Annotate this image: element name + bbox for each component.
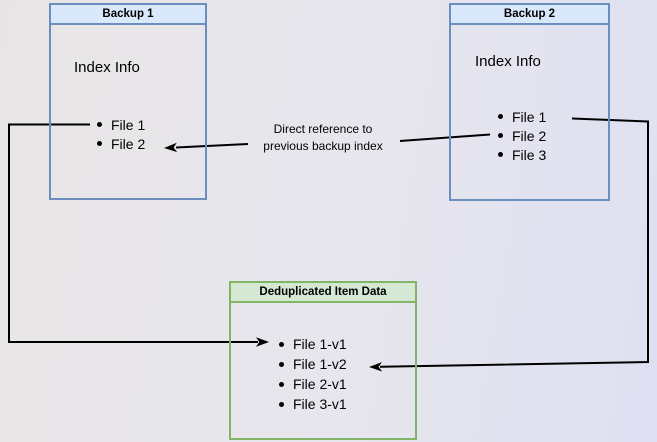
bullet-icon bbox=[279, 381, 284, 387]
backup2-title: Backup 2 bbox=[503, 8, 556, 20]
file-label: File 2-v1 bbox=[293, 376, 347, 392]
file-list-item: File 3-v1 bbox=[279, 394, 347, 414]
arrow-backup2-file2-to-backup1 bbox=[164, 133, 491, 153]
file-list-item: File 2-v1 bbox=[279, 374, 347, 394]
arrowhead-right-icon bbox=[256, 337, 269, 347]
bullet-icon bbox=[279, 401, 284, 407]
file-label: File 1 bbox=[512, 108, 547, 125]
bullet-icon bbox=[498, 152, 503, 157]
file-list-item: File 1-v1 bbox=[279, 334, 347, 354]
backup1-file-list: File 1 File 2 bbox=[97, 115, 145, 153]
file-label: File 1 bbox=[111, 116, 146, 133]
file-label: File 2 bbox=[512, 127, 547, 144]
backup2-box: Backup 2 bbox=[449, 3, 610, 201]
arrow-backup2-file1-to-dedup bbox=[369, 117, 649, 372]
file-list-item: File 2 bbox=[97, 134, 145, 153]
file-list-item: File 1 bbox=[97, 115, 145, 134]
bullet-icon bbox=[279, 361, 284, 367]
file-list-item: File 1-v2 bbox=[279, 354, 347, 374]
arrowhead-left-icon bbox=[369, 362, 383, 372]
backup1-title: Backup 1 bbox=[102, 8, 154, 20]
dedup-store-header: Deduplicated Item Data bbox=[231, 283, 415, 303]
file-list-item: File 3 bbox=[498, 145, 546, 164]
edge-label-line2: previous backup index bbox=[263, 139, 383, 153]
dedup-store-box: Deduplicated Item Data bbox=[229, 281, 417, 440]
file-list-item: File 2 bbox=[498, 126, 546, 145]
file-label: File 2 bbox=[111, 135, 146, 152]
file-label: File 1-v2 bbox=[293, 356, 347, 372]
backup1-index-info-label: Index Info bbox=[74, 59, 140, 76]
edge-label: Direct reference to previous backup inde… bbox=[238, 121, 408, 155]
bullet-icon bbox=[279, 341, 284, 347]
backup2-file-list: File 1 File 2 File 3 bbox=[498, 107, 546, 164]
backup2-header: Backup 2 bbox=[451, 5, 608, 25]
backup1-box: Backup 1 bbox=[49, 3, 207, 200]
bullet-icon bbox=[97, 141, 102, 146]
file-list-item: File 1 bbox=[498, 107, 546, 126]
arrowhead-left-icon bbox=[164, 142, 178, 153]
file-label: File 3 bbox=[512, 146, 547, 163]
dedup-store-title: Deduplicated Item Data bbox=[259, 286, 387, 298]
file-label: File 1-v1 bbox=[293, 336, 347, 352]
edge-label-line1: Direct reference to bbox=[273, 122, 373, 136]
bullet-icon bbox=[97, 122, 102, 127]
file-label: File 3-v1 bbox=[293, 396, 347, 412]
bullet-icon bbox=[498, 133, 503, 138]
bullet-icon bbox=[498, 114, 503, 119]
backup1-header: Backup 1 bbox=[51, 5, 205, 25]
backup2-index-info-label: Index Info bbox=[475, 53, 541, 70]
